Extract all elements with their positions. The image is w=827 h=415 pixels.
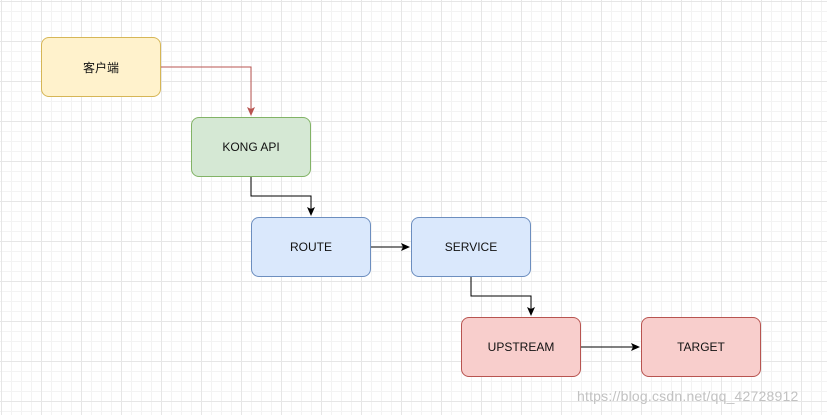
route-node-label: ROUTE [290, 240, 332, 254]
edge-service-to-upstream[interactable] [470, 277, 535, 316]
edge-kong-api-to-route[interactable] [250, 177, 315, 216]
client-node[interactable]: 客户端 [41, 37, 161, 97]
service-node[interactable]: SERVICE [411, 217, 531, 277]
upstream-node[interactable]: UPSTREAM [461, 317, 581, 377]
route-node[interactable]: ROUTE [251, 217, 371, 277]
client-node-label: 客户端 [82, 60, 119, 75]
watermark-text: https://blog.csdn.net/qq_42728912 [577, 388, 799, 404]
kong-api-node-label: KONG API [222, 140, 280, 154]
service-node-label: SERVICE [444, 240, 498, 254]
target-node[interactable]: TARGET [641, 317, 761, 377]
kong-api-node[interactable]: KONG API [191, 117, 311, 177]
upstream-node-label: UPSTREAM [487, 340, 555, 354]
edge-client-to-kong-api[interactable] [161, 66, 255, 116]
target-node-label: TARGET [677, 340, 725, 354]
